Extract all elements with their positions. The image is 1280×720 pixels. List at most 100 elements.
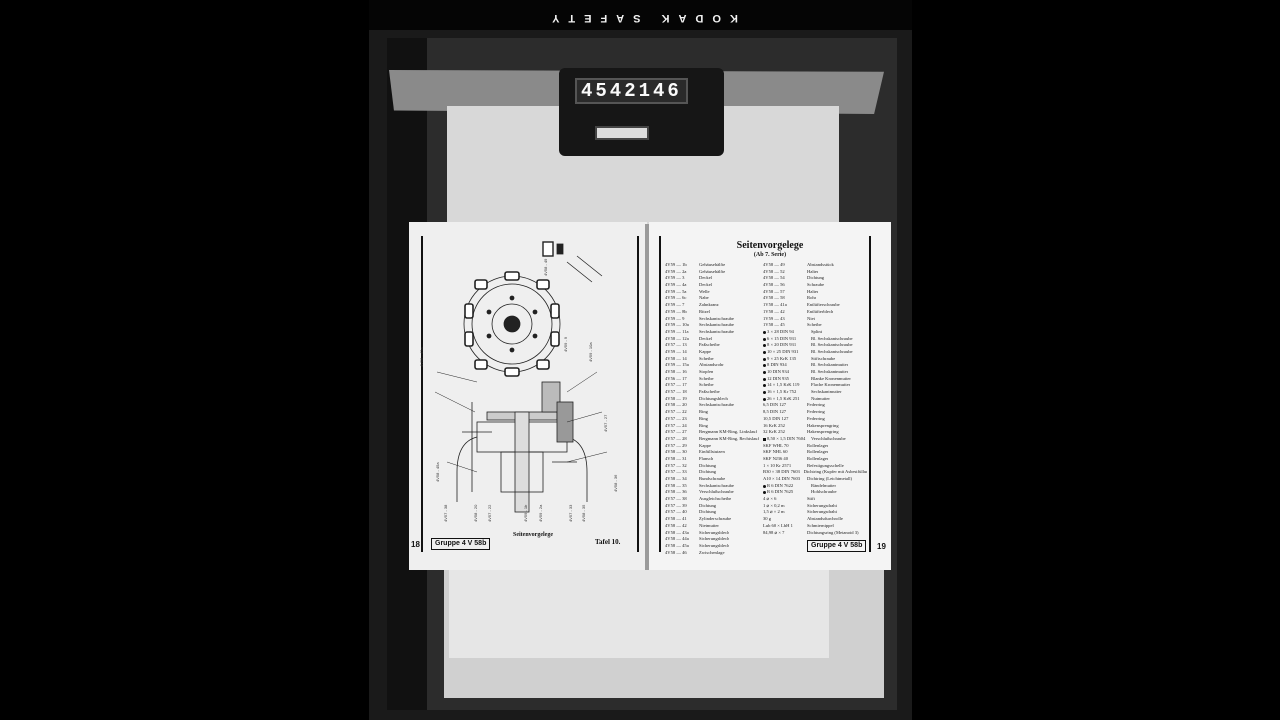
part-description: Abstandsrohr <box>699 362 724 368</box>
part-code: 4V59 — 4a <box>665 282 687 288</box>
part-code: 3 × 28 DIN 94 <box>767 328 794 334</box>
part-code: 4V59 — 8b <box>665 308 687 314</box>
gearbox-exploded-diagram: 4V58 - 43a 4V58 - 45a 4V57 - 38 4V59 - 9… <box>419 241 618 522</box>
part-description: Deckel <box>699 282 713 288</box>
right-margin-rule <box>637 236 639 552</box>
parts-list-row: 4V57 — 39 Dichtung <box>665 503 763 510</box>
part-description: Gehäusehälfte <box>699 268 726 274</box>
part-description: Schmiernippel <box>807 522 834 528</box>
svg-text:4V59 - 1b: 4V59 - 1b <box>523 504 528 522</box>
part-description: Nutmutter <box>811 395 830 401</box>
part-description: Dichtung <box>699 502 717 508</box>
part-description: Sechskantschraube <box>699 322 734 328</box>
bullet-mark <box>763 344 766 348</box>
right-group-label: Gruppe 4 V 58b <box>807 540 867 552</box>
part-code: 4V59 — 9 <box>665 315 685 321</box>
left-group-label: Gruppe 4 V 58b <box>431 538 491 550</box>
part-description: Dichtung <box>699 462 717 468</box>
part-code: 4V58 — 31 <box>665 455 687 461</box>
left-page: 4V58 - 43a 4V58 - 45a 4V57 - 38 4V59 - 9… <box>409 222 647 570</box>
part-code: 4V59 — 14 <box>665 348 687 354</box>
part-description: Nietmutter <box>699 522 719 528</box>
bullet-mark <box>763 330 766 334</box>
part-description: Flansch <box>699 455 714 461</box>
part-code: 4V58 — 12a <box>665 335 689 341</box>
right-page-left-rule <box>659 236 661 552</box>
part-code: 9 × 25 KrK 135 <box>767 355 797 361</box>
svg-text:4V59 - 10a: 4V59 - 10a <box>588 342 593 362</box>
part-description: Sicherungsblech <box>699 536 730 542</box>
part-description: Rollenlager <box>807 449 829 455</box>
part-description: Sechskantschraube <box>699 328 734 334</box>
part-description: Bundschraube <box>699 476 726 481</box>
part-code: 6 × 15 DIN 931 <box>767 335 797 341</box>
bullet-mark <box>763 371 766 374</box>
part-code: 1 × 10 Kr 2571 <box>763 462 792 468</box>
svg-text:4V57 - 38: 4V57 - 38 <box>443 504 448 522</box>
part-code: 4V58 — 57 <box>763 288 785 294</box>
part-description: Ring <box>699 409 708 415</box>
part-code: 4V56 — 17 <box>665 375 687 381</box>
plate-label: Tafel 10. <box>595 538 621 546</box>
part-description: Sechskantschraube <box>699 315 734 321</box>
part-description: Stopfen <box>699 369 714 374</box>
part-description: Rohr <box>807 295 817 301</box>
part-code: B30 × 38 DIN 7603 <box>763 469 800 475</box>
svg-text:4V57 - 22: 4V57 - 22 <box>487 504 492 522</box>
part-description: Dichtung <box>699 509 717 515</box>
part-description: Ritzel <box>699 308 710 314</box>
part-code: 4V57 — 39 <box>665 502 687 508</box>
svg-text:4V58 - 20: 4V58 - 20 <box>473 504 478 522</box>
part-description: Federring <box>807 402 825 408</box>
part-code: 26 × 1,5 KrK 251 <box>767 395 800 401</box>
part-code: 4V58 — 52 <box>763 268 785 274</box>
part-code: 4 ⌀ × 6 <box>763 496 777 502</box>
part-description: Ring <box>699 415 708 421</box>
part-code: 4V58 — 49 <box>763 262 785 267</box>
part-description: Deckel <box>699 335 713 341</box>
part-description: Verschlußschraube <box>811 435 846 441</box>
part-description: Sechskantschraube <box>699 402 734 408</box>
part-description: Verschlußschraube <box>699 489 734 495</box>
part-description: Scheibe <box>699 355 714 361</box>
part-description: Paßscheibe <box>699 389 720 395</box>
part-code: 4V57 — 24 <box>665 422 687 428</box>
bullet-mark <box>763 384 766 388</box>
bullet-mark <box>763 397 766 401</box>
